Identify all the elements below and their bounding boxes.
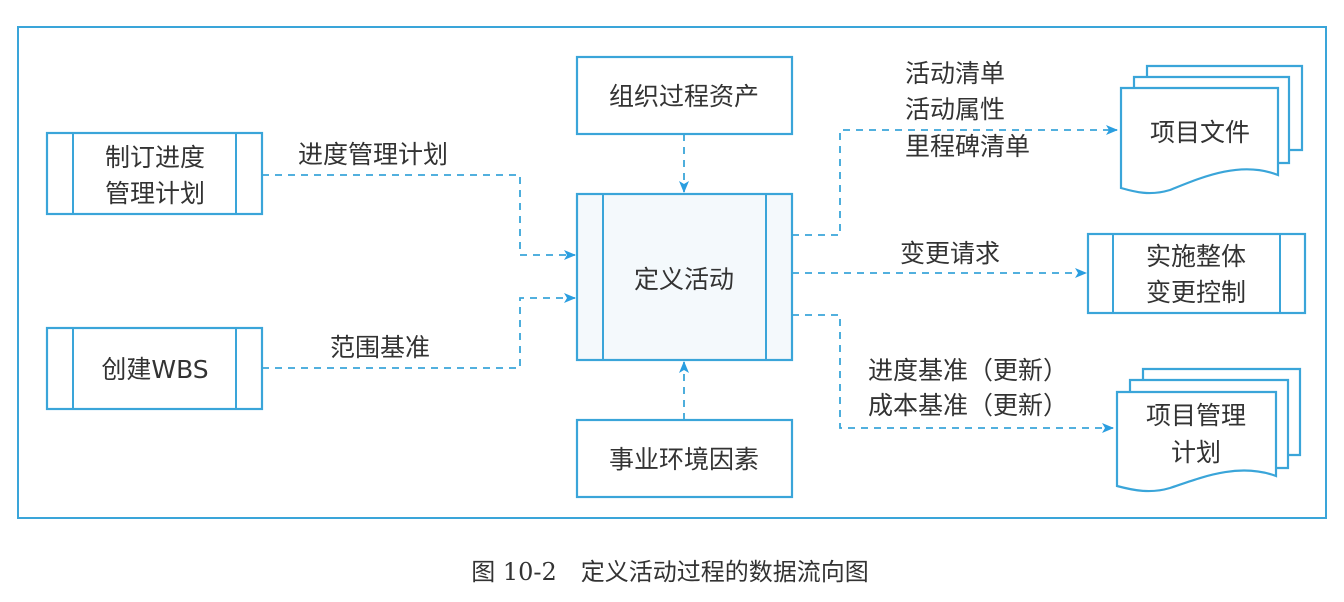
diagram-frame [17, 26, 1327, 519]
label: 组织过程资产 [609, 82, 759, 111]
label-line: 实施整体 [1146, 242, 1246, 271]
process-integrated-change-control: 实施整体 变更控制 [1086, 232, 1307, 315]
label-line: 变更控制 [1146, 278, 1246, 307]
flow-label: 变更请求 [900, 239, 1000, 268]
process-create-wbs: 创建WBS [45, 326, 264, 411]
label-line: 制订进度 [105, 143, 205, 172]
flow-label: 进度管理计划 [298, 140, 448, 169]
label-line: 计划 [1171, 438, 1221, 467]
label: 事业环境因素 [609, 445, 759, 474]
flow-label: 成本基准（更新） [868, 391, 1068, 420]
process-plan-schedule: 制订进度 管理计划 [45, 131, 264, 216]
flow-to-plan [792, 314, 1114, 433]
process-define-activities: 定义活动 [575, 192, 794, 362]
figure-caption: 图 10-2 定义活动过程的数据流向图 [471, 558, 869, 586]
document-stack-project-plan: 项目管理 计划 [1115, 367, 1302, 493]
label: 创建WBS [101, 355, 208, 384]
org-process-assets: 组织过程资产 [575, 55, 794, 136]
label-line: 管理计划 [105, 179, 205, 208]
label: 定义活动 [634, 265, 734, 294]
label-line: 项目管理 [1146, 401, 1246, 430]
enterprise-env-factors: 事业环境因素 [575, 418, 794, 499]
flow-label: 进度基准（更新） [868, 356, 1068, 385]
label: 项目文件 [1150, 118, 1250, 147]
flow-schedule-plan [262, 174, 576, 260]
flow-scope-baseline [262, 293, 576, 369]
flow-label: 活动清单 [905, 59, 1005, 88]
flow-label: 里程碑清单 [905, 132, 1030, 161]
flow-label: 范围基准 [330, 333, 430, 362]
flow-label: 活动属性 [905, 95, 1005, 124]
flow-to-docs [792, 125, 1118, 236]
document-stack-project-docs: 项目文件 [1119, 64, 1304, 195]
